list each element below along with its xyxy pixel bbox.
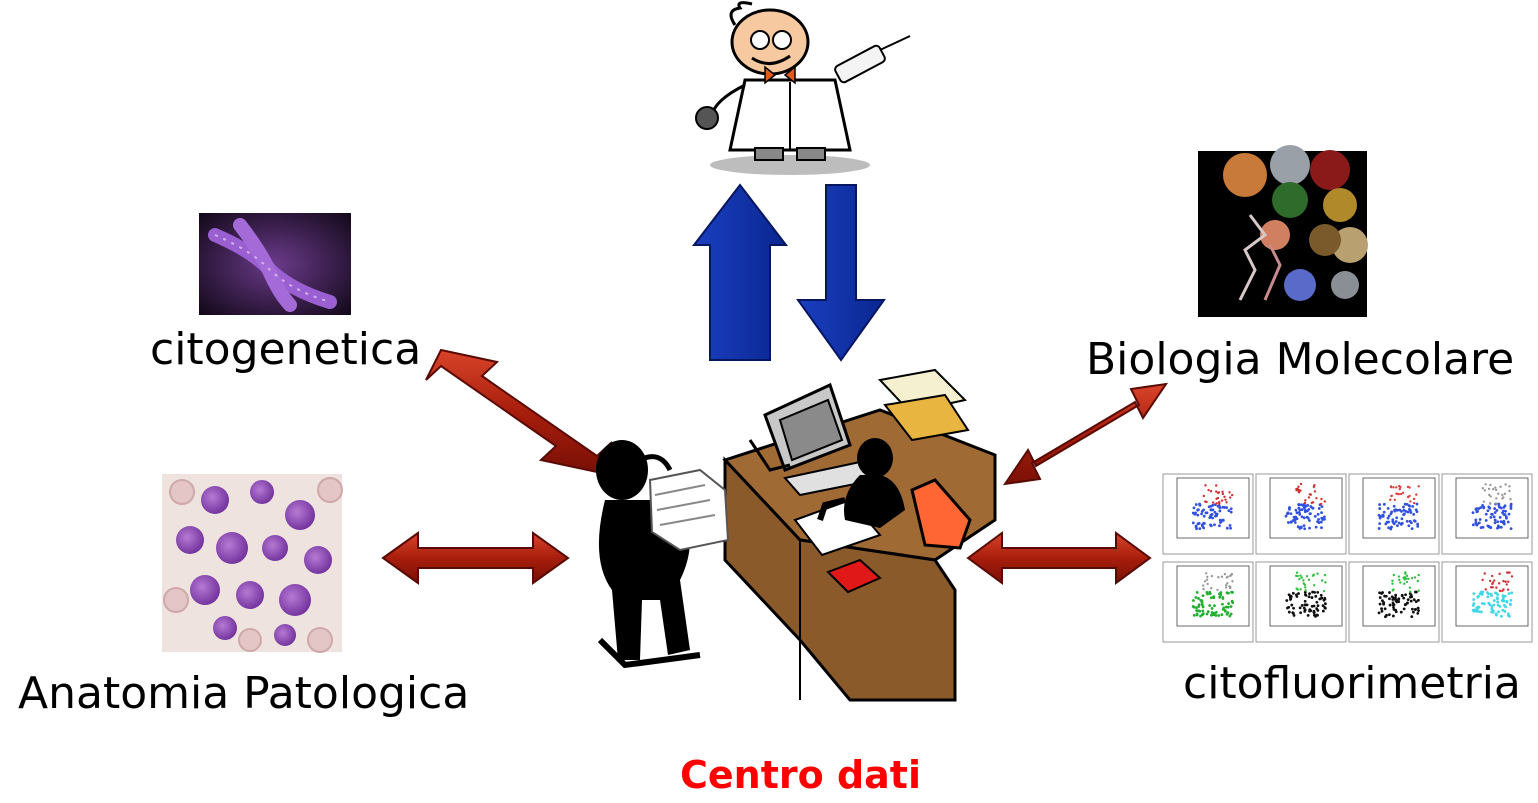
molecule-image-icon [1198,145,1368,317]
data-center-office-icon [596,368,997,702]
flow-cytometry-plots-icon [1162,473,1533,643]
blue-arrow-down-icon [796,184,886,362]
label-citogenetica: citogenetica [150,324,422,375]
red-arrow-anatomia-icon [381,531,570,585]
red-arrow-biologia-icon [1002,382,1169,486]
chromosome-image-icon [199,213,351,315]
label-anatomia-patologica: Anatomia Patologica [18,668,470,719]
red-arrow-citogenetica-icon [425,348,613,474]
blood-cells-image-icon [162,474,343,653]
red-arrow-citofluorimetria-icon [966,531,1152,585]
blue-arrow-up-icon [691,183,789,361]
label-centro-dati: Centro dati [680,753,921,797]
doctor-icon [695,1,911,175]
label-citofluorimetria: citofluorimetria [1183,658,1521,709]
label-biologia-molecolare: Biologia Molecolare [1086,334,1515,385]
